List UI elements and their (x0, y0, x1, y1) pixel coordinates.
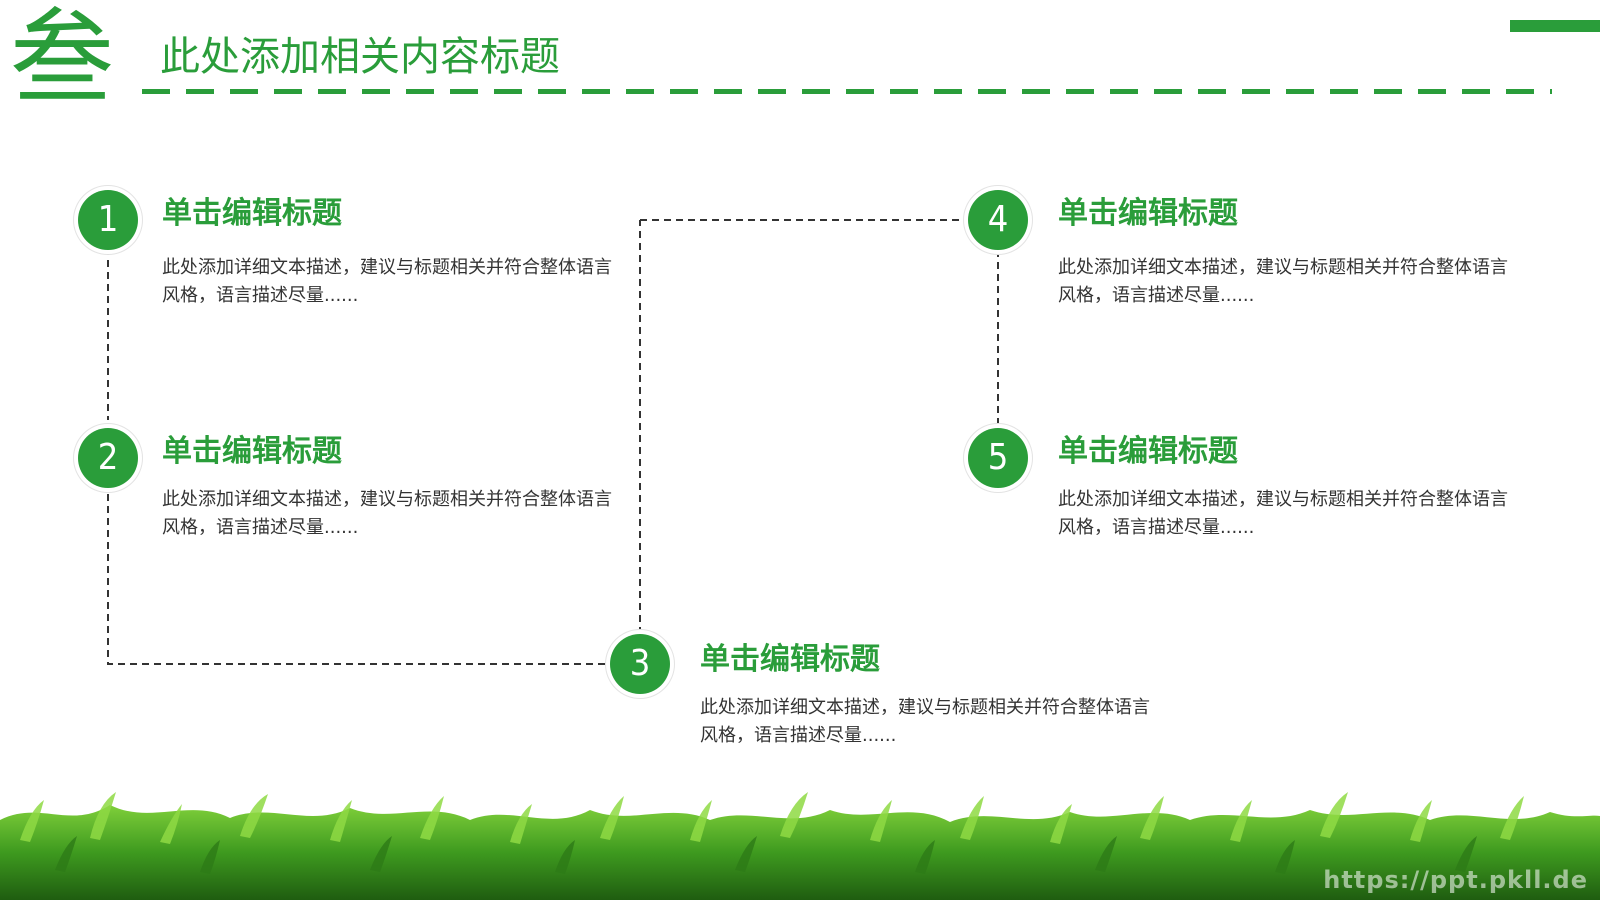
step-title[interactable]: 单击编辑标题 (162, 434, 342, 469)
step-description[interactable]: 此处添加详细文本描述，建议与标题相关并符合整体语言风格，语言描述尽量...... (1058, 257, 1508, 306)
step-title[interactable]: 单击编辑标题 (700, 642, 880, 677)
section-number-glyph: 叁 (10, 0, 115, 119)
step-number-badge: 5 (968, 428, 1028, 488)
step-title[interactable]: 单击编辑标题 (162, 196, 342, 231)
grass-footer-image (0, 792, 1600, 900)
slide-header: 叁 此处添加相关内容标题 (0, 0, 1600, 110)
step-number-badge: 4 (968, 190, 1028, 250)
step-description[interactable]: 此处添加详细文本描述，建议与标题相关并符合整体语言风格，语言描述尽量...... (1058, 489, 1508, 538)
title-dashed-rule (142, 89, 1552, 94)
step-description[interactable]: 此处添加详细文本描述，建议与标题相关并符合整体语言风格，语言描述尽量...... (162, 489, 612, 538)
step-description[interactable]: 此处添加详细文本描述，建议与标题相关并符合整体语言风格，语言描述尽量...... (700, 697, 1150, 746)
step-number-badge: 1 (78, 190, 138, 250)
watermark-url: https://ppt.pkll.de (1323, 866, 1588, 894)
step-title[interactable]: 单击编辑标题 (1058, 434, 1238, 469)
step-number-badge: 2 (78, 428, 138, 488)
corner-accent-bar (1510, 20, 1600, 32)
step-number-badge: 3 (610, 634, 670, 694)
step-description[interactable]: 此处添加详细文本描述，建议与标题相关并符合整体语言风格，语言描述尽量...... (162, 257, 612, 306)
page-title[interactable]: 此处添加相关内容标题 (160, 34, 560, 80)
step-title[interactable]: 单击编辑标题 (1058, 196, 1238, 231)
connector-2-3 (107, 482, 610, 665)
